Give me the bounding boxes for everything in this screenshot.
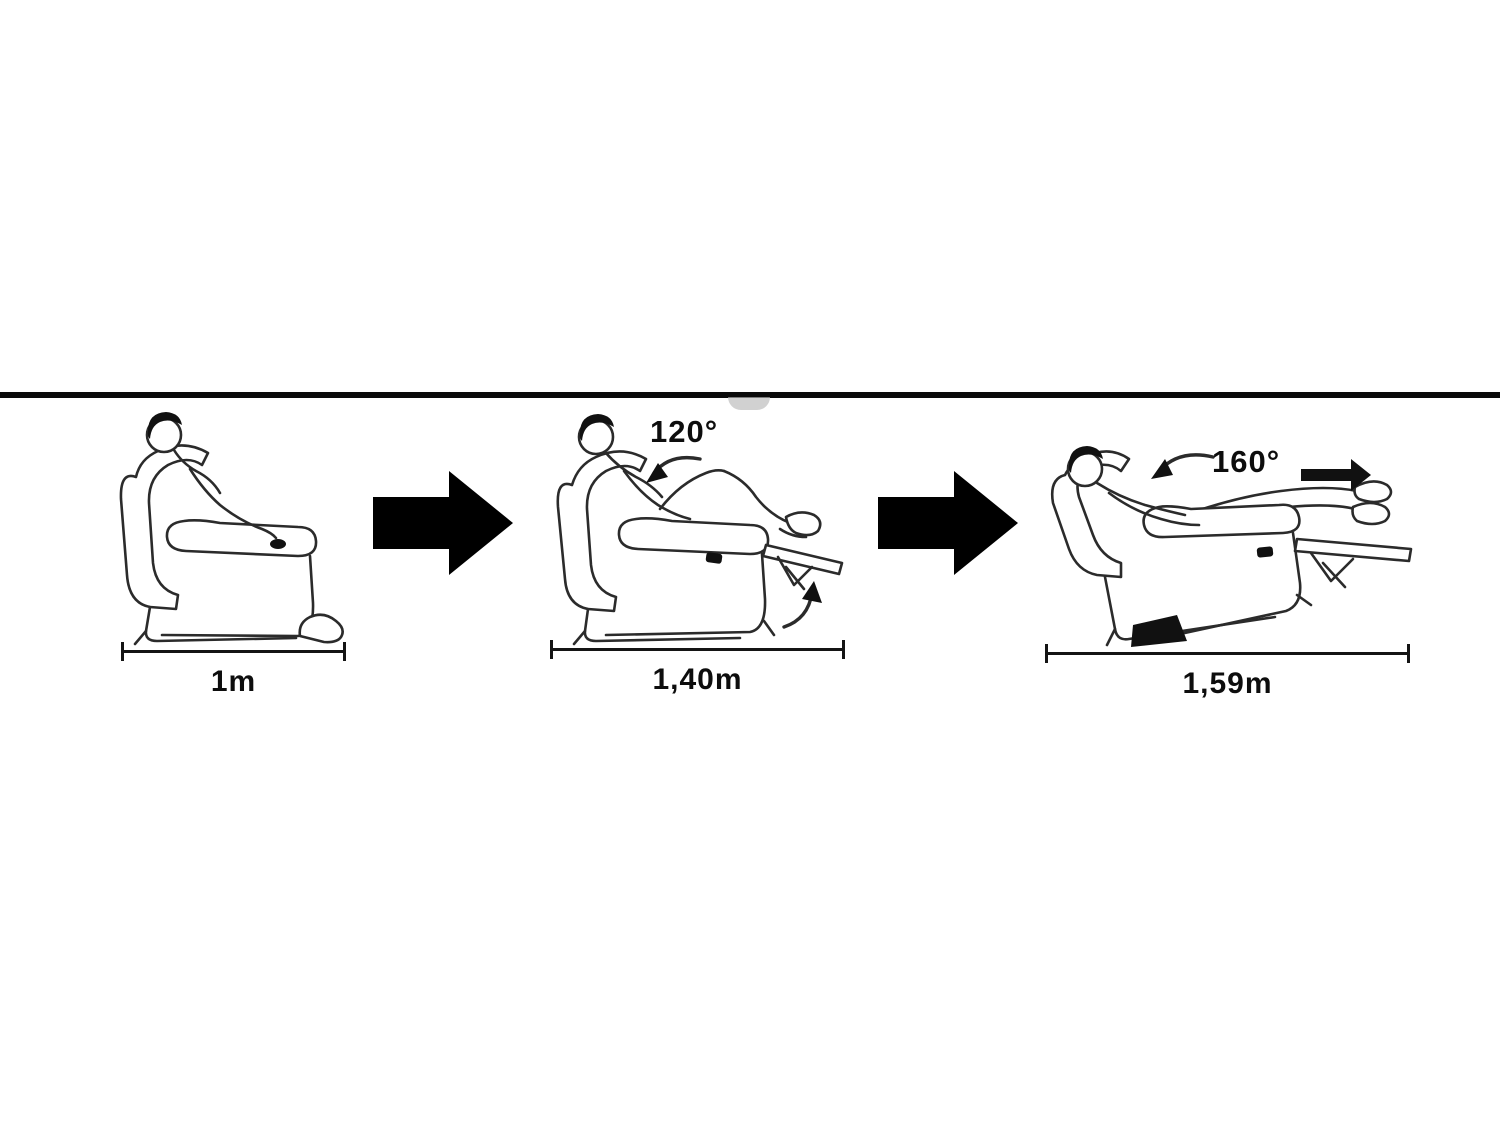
dimension-line	[1045, 644, 1410, 663]
chair-armrest	[1142, 503, 1301, 539]
chair-armrest	[165, 519, 318, 558]
stage-recline-160	[1035, 435, 1415, 675]
remote-in-hand	[270, 539, 286, 549]
chair-armrest	[617, 517, 770, 556]
person-head	[577, 414, 615, 456]
person-hair	[579, 414, 614, 441]
stage-recline-120	[540, 405, 850, 655]
person-hair	[147, 412, 182, 439]
recliner-upright-illustration	[119, 412, 344, 646]
dimension-159m: 1,59m	[1045, 644, 1410, 701]
footrest-rise-arrow-icon	[782, 581, 822, 629]
transition-arrow-icon	[373, 467, 513, 584]
footrest-extended	[1293, 537, 1413, 589]
dimension-line	[550, 640, 845, 659]
person-foot	[298, 613, 344, 644]
person-body	[1095, 481, 1201, 527]
dimension-label: 1,59m	[1182, 667, 1273, 700]
extend-right-arrow-icon	[1301, 459, 1371, 491]
footrest-extended	[761, 543, 844, 591]
angle-label-160: 160°	[1212, 444, 1281, 479]
dimension-label: 1m	[210, 665, 257, 698]
angle-label-120: 120°	[650, 414, 719, 449]
chair-base	[1103, 531, 1313, 647]
transition-arrow-icon	[878, 467, 1018, 584]
remote-control	[1256, 546, 1274, 558]
dimension-1m: 1m	[121, 642, 346, 699]
recliner-120-illustration	[556, 414, 844, 646]
smudge-artifact	[728, 397, 770, 410]
recliner-160-illustration	[1050, 446, 1413, 647]
person-head	[1066, 446, 1104, 488]
person-legs	[658, 469, 822, 539]
top-divider-line	[0, 392, 1500, 398]
person-hair	[1068, 446, 1103, 473]
person-body	[172, 448, 278, 540]
chair-base	[572, 552, 776, 646]
person-head	[145, 412, 183, 454]
angle-arc-arrow-icon	[646, 455, 702, 483]
floor-contact-wedge	[1131, 615, 1187, 647]
dimension-140m: 1,40m	[550, 640, 845, 697]
dimension-label: 1,40m	[652, 663, 743, 696]
remote-control	[705, 552, 723, 564]
stage-upright	[100, 405, 360, 655]
person-body	[604, 451, 692, 521]
dimension-line	[121, 642, 346, 661]
angle-arc-arrow-icon	[1151, 453, 1215, 479]
